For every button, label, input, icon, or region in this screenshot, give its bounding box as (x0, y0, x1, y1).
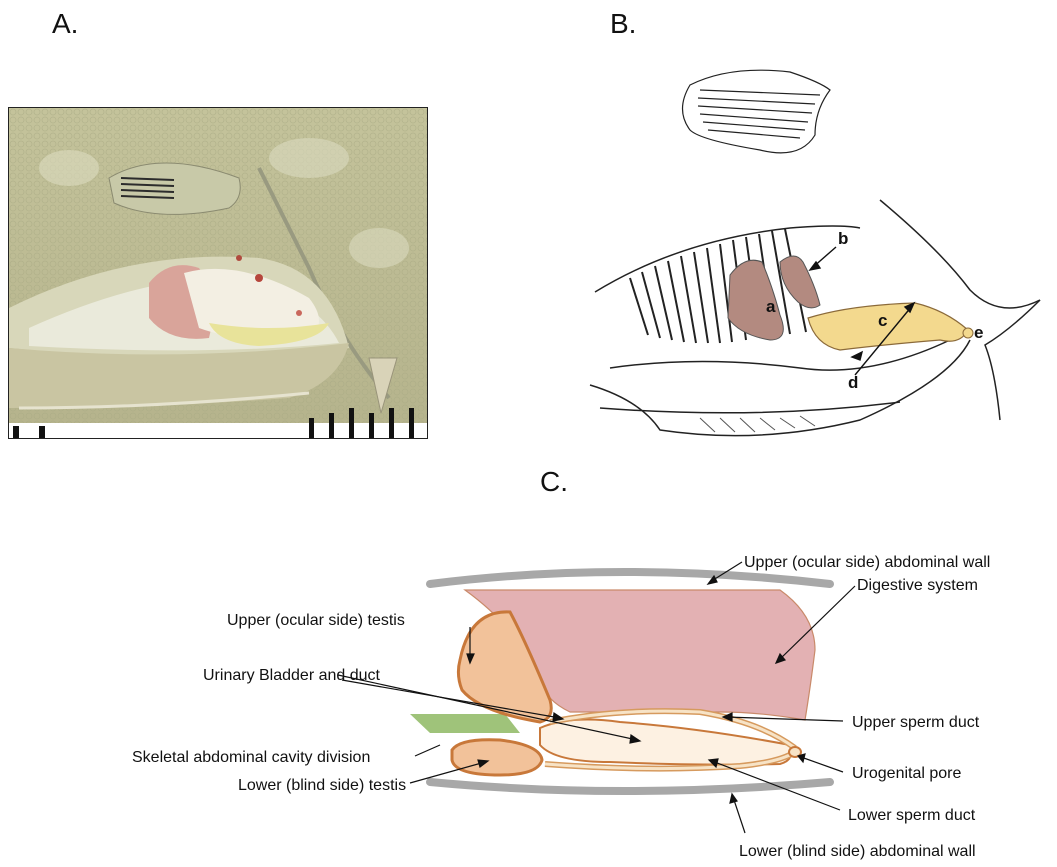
lower-testis (452, 740, 542, 775)
skeletal-division (410, 714, 520, 733)
label-upper-abdominal-wall: Upper (ocular side) abdominal wall (744, 554, 990, 571)
label-urogenital-pore: Urogenital pore (852, 765, 962, 782)
label-skeletal-division: Skeletal abdominal cavity division (132, 749, 370, 766)
label-urinary-bladder: Urinary Bladder and duct (203, 667, 381, 684)
label-lower-sperm-duct: Lower sperm duct (848, 807, 976, 824)
label-lower-abdominal-wall: Lower (blind side) abdominal wall (739, 843, 976, 860)
label-digestive-system: Digestive system (857, 577, 978, 594)
label-lower-testis: Lower (blind side) testis (238, 777, 406, 794)
upper-abdominal-wall (430, 572, 830, 584)
label-upper-testis: Upper (ocular side) testis (227, 612, 405, 629)
label-upper-sperm-duct: Upper sperm duct (852, 714, 980, 731)
